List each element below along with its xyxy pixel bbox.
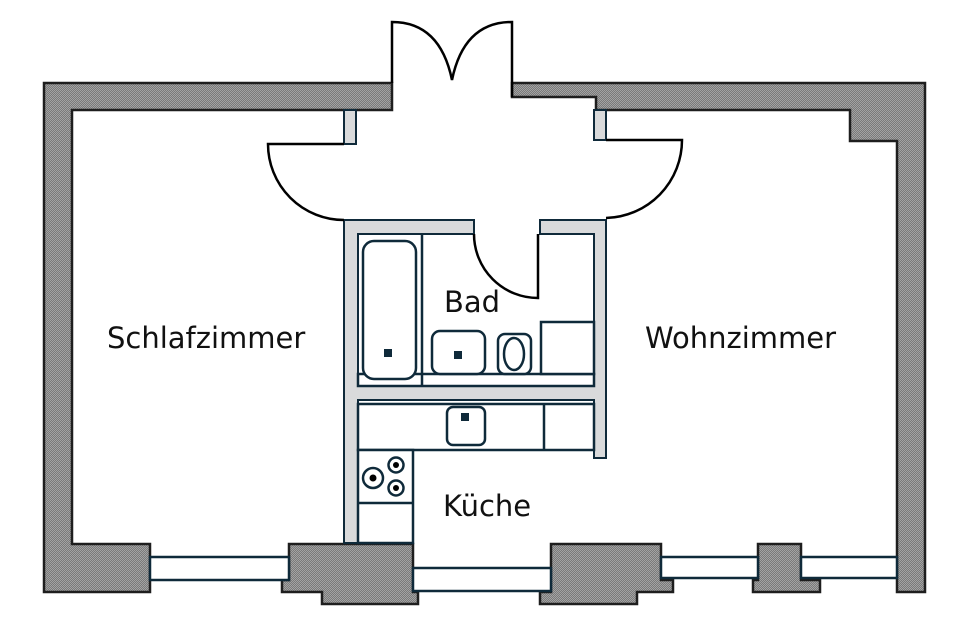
exterior-walls	[42, 81, 927, 606]
door-bad	[472, 233, 540, 300]
sink-drain-icon	[461, 413, 469, 421]
window-schlafzimmer	[148, 555, 291, 582]
room-label-wohnzimmer: Wohnzimmer	[645, 321, 836, 355]
toilet-bowl	[502, 336, 526, 372]
window-kueche	[411, 566, 553, 593]
bathtub-drain-icon	[384, 349, 392, 357]
washbasin-drain-icon	[454, 351, 462, 359]
kitchen-counter-side	[356, 448, 415, 545]
door-schlafzimmer	[266, 142, 345, 222]
exterior-wall-pier-2	[538, 542, 675, 606]
window-wohnzimmer-2	[799, 555, 899, 580]
windows	[148, 555, 899, 593]
room-label-schlafzimmer: Schlafzimmer	[107, 321, 305, 355]
bathroom-fixtures	[356, 234, 596, 388]
kitchen-fixtures	[356, 402, 596, 545]
exterior-wall-top-right	[510, 81, 927, 594]
room-labels: Schlafzimmer Bad Wohnzimmer Küche	[107, 285, 836, 523]
doors	[266, 20, 684, 300]
bathtub	[361, 239, 418, 381]
stove-icon	[361, 456, 405, 497]
exterior-wall-top-left	[42, 81, 394, 594]
entrance-door	[390, 20, 514, 97]
room-label-kueche: Küche	[443, 489, 531, 523]
hall-wall-stub-left	[343, 109, 357, 145]
window-wohnzimmer-1	[659, 555, 760, 580]
hall-wall-stub-right	[593, 109, 607, 141]
room-label-bad: Bad	[444, 285, 500, 319]
bathroom-cabinet	[539, 320, 596, 376]
door-wohnzimmer	[605, 138, 684, 220]
exterior-wall-pier-1	[280, 542, 420, 606]
kitchen-sink	[445, 405, 487, 447]
